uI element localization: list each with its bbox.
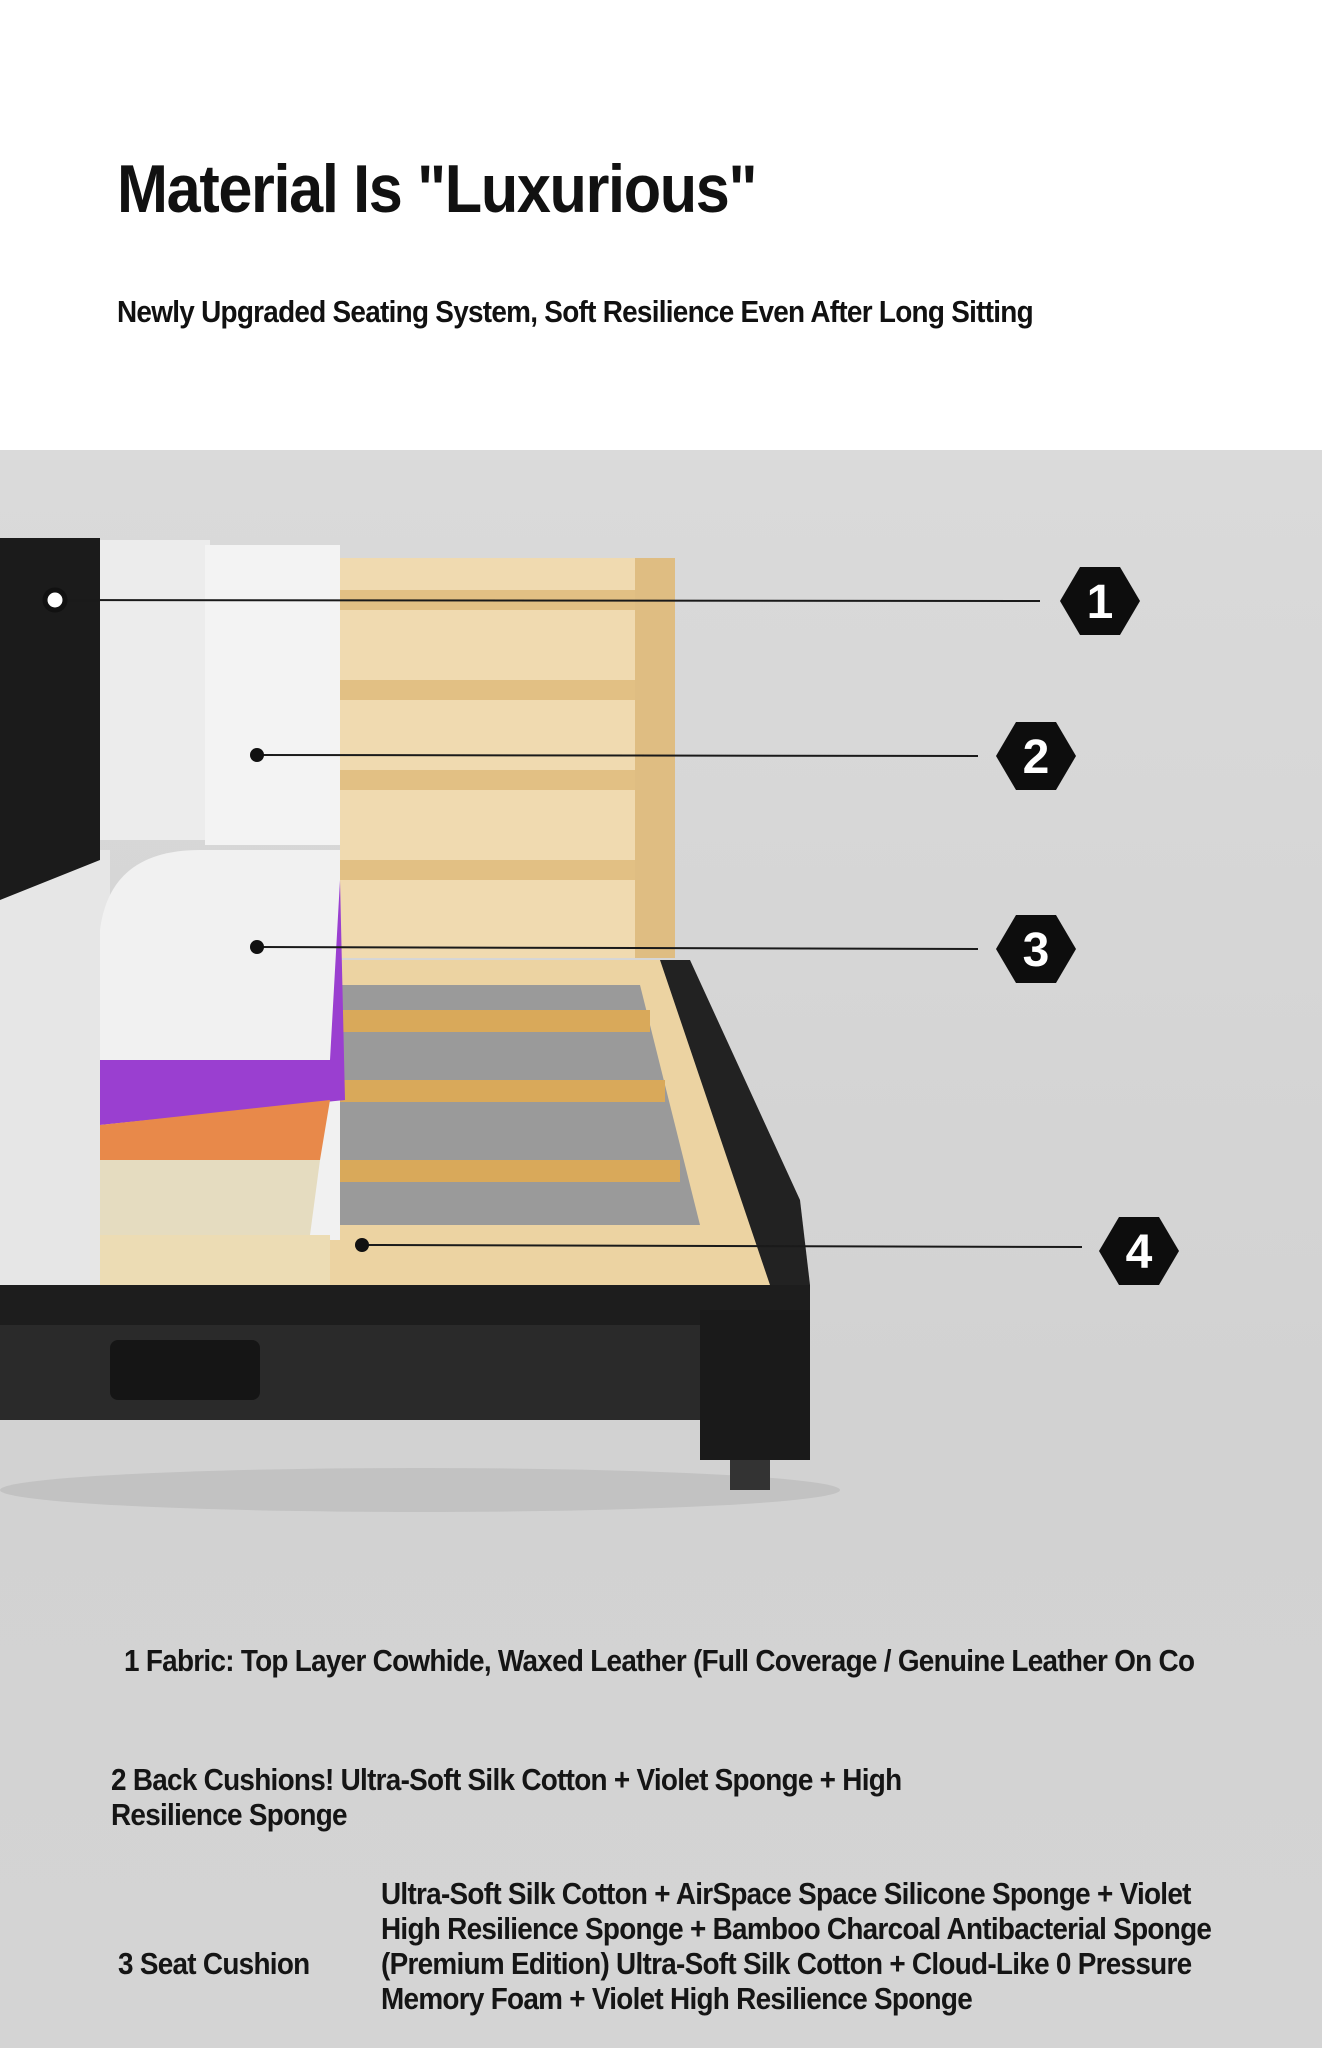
- callout-number-3: 3: [1023, 924, 1050, 977]
- sofa-cross-section-panel: 1 2 3 4 1 Fabric: Top Layer Cowhide, Wax…: [0, 450, 1322, 2048]
- page-subtitle: Newly Upgraded Seating System, Soft Resi…: [117, 294, 1034, 329]
- callout-number-4: 4: [1126, 1226, 1153, 1279]
- callout-dot-3: [250, 940, 264, 954]
- callout-number-2: 2: [1023, 731, 1050, 784]
- callout-dot-1: [42, 587, 68, 613]
- page-title: Material Is "Luxurious": [117, 151, 757, 227]
- feature-fabric: 1 Fabric: Top Layer Cowhide, Waxed Leath…: [124, 1643, 1195, 1678]
- feature-seat-cushion-label: 3 Seat Cushion: [118, 1946, 310, 1981]
- feature-back-cushions: 2 Back Cushions! Ultra-Soft Silk Cotton …: [111, 1762, 902, 1832]
- sofa-cross-section-illustration: 1 2 3 4: [0, 538, 1179, 1512]
- callout-number-1: 1: [1087, 576, 1114, 629]
- feature-seat-cushion-description: Ultra-Soft Silk Cotton + AirSpace Space …: [381, 1876, 1212, 2016]
- callout-badge-2: [996, 722, 1076, 790]
- callout-dot-2: [250, 748, 264, 762]
- callout-badge-1: [1060, 567, 1140, 635]
- callout-badge-3: [996, 915, 1076, 983]
- callout-badge-4: [1099, 1217, 1179, 1285]
- callout-dot-4: [355, 1238, 369, 1252]
